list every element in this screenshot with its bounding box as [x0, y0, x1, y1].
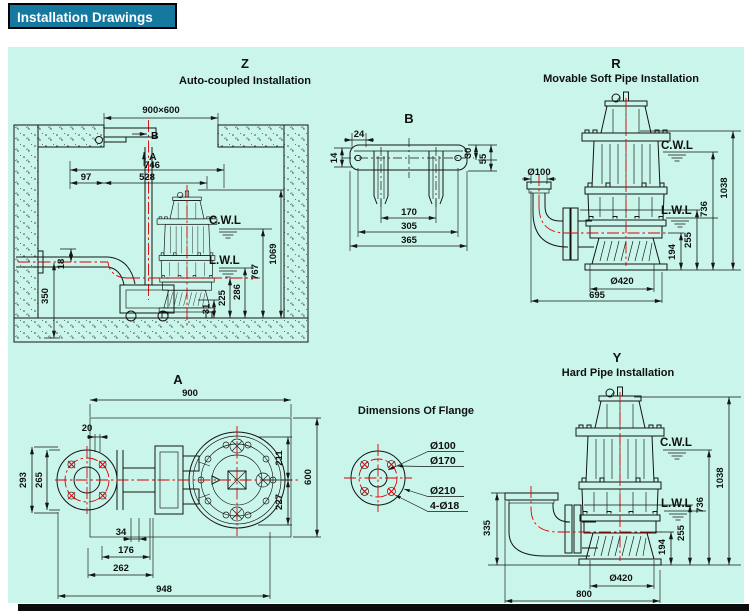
dim-265: 265 [34, 471, 45, 488]
dim-227: 227 [274, 494, 285, 510]
dim-600: 600 [303, 469, 314, 485]
dim-255: 255 [683, 231, 694, 248]
dim-746: 746 [144, 160, 160, 171]
dim-305: 305 [401, 221, 418, 232]
dim-528: 528 [139, 172, 155, 183]
dim-736: 736 [699, 201, 710, 217]
extension-lines-y [491, 396, 741, 603]
drawing-flange: Dimensions Of Flange Ø100 Ø170 Ø210 4-Ø1… [344, 405, 474, 512]
drawing-y-code: Y [613, 350, 622, 365]
drawing-b-code: B [404, 111, 413, 126]
dim-170: 170 [401, 207, 417, 218]
dim-194: 194 [657, 538, 668, 555]
dim-1069: 1069 [268, 243, 279, 264]
dim-262: 262 [113, 563, 129, 574]
drawing-r-code: R [611, 56, 621, 71]
dim-dia100: Ø100 [527, 167, 550, 178]
drawing-y: Y Hard Pipe Installation C.W.L [482, 350, 741, 603]
drawing-z-title: Auto-coupled Installation [179, 75, 311, 87]
flange-face [344, 444, 412, 512]
cwl-label: C.W.L [209, 215, 241, 227]
cwl-label: C.W.L [660, 437, 692, 449]
title-bar-box [8, 3, 177, 29]
bottom-edge-bar [18, 604, 749, 611]
page-title: Installation Drawings [17, 10, 153, 25]
dim-dia420: Ø420 [610, 276, 633, 287]
label-dia210: Ø210 [430, 485, 456, 497]
dimensions-z: 900×600 746 528 97 1069 767 286 225 31 1… [40, 105, 283, 338]
dim-948: 948 [156, 584, 172, 595]
extension-lines-z [44, 113, 284, 339]
dim-30: 30 [463, 148, 474, 159]
dimensions-y: 1038 736 255 194 335 Ø420 800 [482, 397, 731, 603]
extension-lines-a [34, 404, 321, 599]
lwl-label: L.W.L [661, 205, 692, 217]
flange-callouts: Ø100 Ø170 Ø210 4-Ø18 [387, 440, 468, 512]
dim-211: 211 [274, 450, 285, 466]
water-level-lwl-y: L.W.L [661, 498, 706, 521]
drawing-r-title: Movable Soft Pipe Installation [543, 73, 699, 85]
centerlines-z [18, 185, 260, 326]
dim-335: 335 [482, 519, 493, 536]
dim-18: 18 [56, 259, 67, 270]
dim-225: 225 [217, 289, 228, 306]
flange-title: Dimensions Of Flange [358, 405, 474, 417]
drawing-y-title: Hard Pipe Installation [562, 367, 675, 379]
dim-350: 350 [40, 288, 51, 304]
elbow-y [488, 492, 741, 566]
dim-14: 14 [329, 152, 340, 163]
drawing-b-detail: B 24 14 30 [329, 111, 497, 251]
drawing-a: A [18, 372, 321, 599]
dimensions-b: 24 14 30 55 170 305 365 [329, 129, 493, 248]
dimensions-a: 900 600 211 227 20 293 265 34 176 262 94… [18, 388, 319, 598]
cwl-label: C.W.L [661, 140, 693, 152]
water-level-lwl-z: L.W.L [209, 255, 254, 278]
dim-1038: 1038 [715, 467, 726, 488]
dim-286: 286 [232, 284, 243, 300]
title-bar: Installation Drawings [8, 3, 177, 29]
hatch-outline [89, 417, 292, 538]
drawing-r: R Movable Soft Pipe Installation C.W.L [522, 56, 741, 303]
dimensions-r: Ø100 1038 736 255 194 Ø420 695 [522, 131, 735, 303]
dim-365: 365 [401, 235, 418, 246]
dim-dia420: Ø420 [609, 573, 632, 584]
label-4xdia18: 4-Ø18 [430, 500, 459, 512]
dim-695: 695 [589, 290, 606, 301]
centerlines-a [55, 426, 300, 536]
concrete-pit [13, 124, 309, 343]
water-level-cwl-r: C.W.L [661, 140, 718, 162]
dim-34: 34 [116, 527, 127, 538]
dim-31: 31 [201, 303, 212, 314]
section-label-b: B [151, 130, 159, 142]
lwl-label: L.W.L [209, 255, 240, 267]
dim-55: 55 [478, 153, 489, 164]
dim-255: 255 [676, 524, 687, 541]
dim-97: 97 [81, 172, 92, 183]
flange-bolt-holes [67, 460, 107, 500]
dim-hatch-900x600: 900×600 [142, 105, 179, 116]
dim-900: 900 [182, 388, 198, 399]
lwl-label: L.W.L [661, 498, 692, 510]
dim-194: 194 [667, 243, 678, 260]
centerlines-y [530, 392, 662, 561]
centerlines-r [538, 98, 668, 266]
dim-176: 176 [118, 545, 134, 556]
dim-767: 767 [250, 264, 261, 280]
dim-20: 20 [82, 423, 93, 434]
section-label-a: A [149, 151, 157, 163]
dim-293: 293 [18, 472, 29, 488]
label-dia170: Ø170 [430, 455, 456, 467]
dim-736: 736 [695, 497, 706, 513]
dim-24: 24 [354, 129, 365, 140]
label-dia100: Ø100 [430, 440, 456, 452]
drawing-z-code: Z [241, 56, 249, 71]
dim-1038: 1038 [719, 177, 730, 198]
drawing-z: Z Auto-coupled Installation [13, 56, 311, 343]
drawing-a-code: A [173, 372, 183, 387]
water-level-cwl-y: C.W.L [660, 437, 712, 460]
water-level-lwl-r: L.W.L [661, 205, 718, 228]
dim-800: 800 [576, 589, 592, 600]
section-markers: B A [132, 130, 159, 166]
